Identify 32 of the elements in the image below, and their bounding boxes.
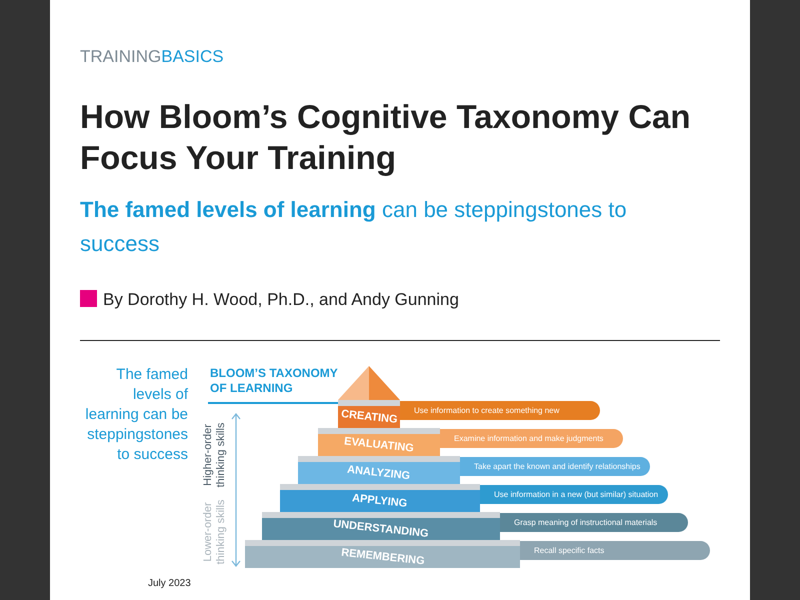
level-label: CREATING [340, 406, 398, 428]
issue-date: July 2023 [148, 577, 191, 591]
description-bar [520, 541, 710, 560]
pyramid-level [298, 456, 460, 484]
description-text: Recall specific facts [534, 544, 604, 556]
article-title: How Bloom’s Cognitive Taxonomy Can Focus Your Training [80, 97, 692, 178]
pyramid-level [338, 400, 400, 428]
level-label: EVALUATING [343, 434, 415, 456]
description-bar [480, 485, 668, 504]
pyramid-level [318, 428, 440, 456]
byline: By Dorothy H. Wood, Ph.D., and Andy Gunning [103, 290, 459, 310]
description-text: Use information to create something new [414, 404, 560, 416]
pyramid-level [280, 484, 480, 512]
description-text: Grasp meaning of instructional materials [514, 516, 658, 528]
level-label: ANALYZING [346, 462, 412, 484]
description-bar [400, 401, 600, 420]
subtitle: The famed levels of learning can be steppingstones to success [80, 196, 628, 258]
description-bar [500, 513, 688, 532]
description-text: Take apart the known and identify relationships [474, 460, 640, 472]
description-bar [440, 429, 623, 448]
level-label: APPLYING [352, 490, 408, 512]
side-note: The famed levels of learning can be steppingstones to success [84, 365, 188, 465]
description-bar [460, 457, 650, 476]
level-label: REMEMBERING [340, 546, 425, 568]
description-text: Use information in a new (but similar) situation [494, 488, 658, 500]
description-text: Examine information and make judgments [454, 432, 604, 444]
level-label: UNDERSTANDING [332, 518, 430, 540]
section-label: TRAINING [80, 47, 162, 66]
pyramid-level [245, 540, 520, 568]
pyramid-level [262, 512, 500, 540]
section-label: BASICS [161, 47, 224, 66]
diagram-heading: BLOOM’S TAXONOMY OF LEARNING [210, 366, 339, 396]
